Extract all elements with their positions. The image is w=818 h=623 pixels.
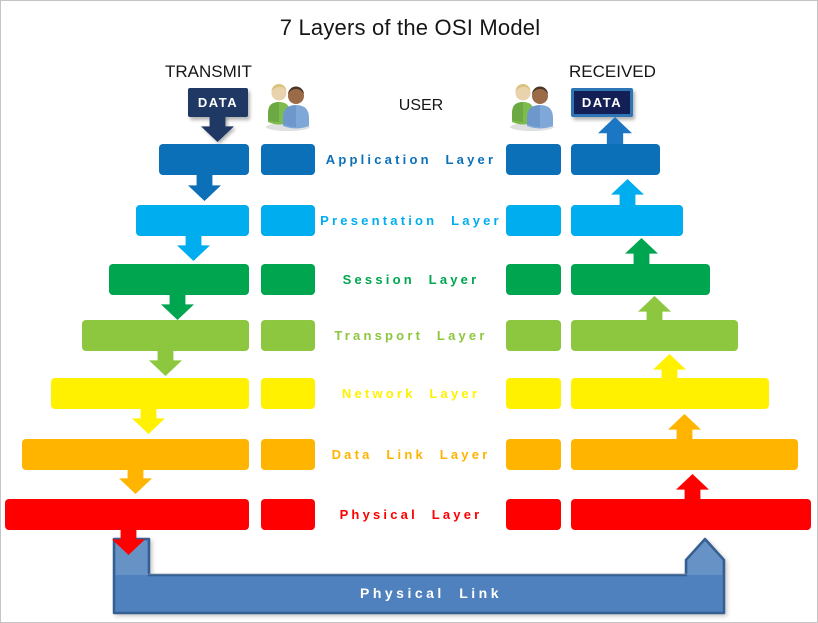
user-label: USER <box>398 97 444 114</box>
transmit-bar <box>22 439 249 470</box>
receive-node-box <box>506 144 561 175</box>
receive-bar <box>571 320 738 351</box>
up-arrow-icon <box>653 354 686 381</box>
receive-bar <box>571 205 683 236</box>
transmit-node-box <box>261 499 315 530</box>
layer-label: Session Layer <box>342 272 480 287</box>
receive-bar <box>571 378 769 409</box>
transmit-bar <box>51 378 249 409</box>
transmit-bar <box>159 144 249 175</box>
diagram-title: 7 Layers of the OSI Model <box>279 15 541 40</box>
transmit-data-arrow-wrap <box>201 115 234 142</box>
down-arrow-icon <box>161 293 194 320</box>
physical-link-label: Physical Link <box>360 585 502 601</box>
up-arrow-icon <box>638 296 671 323</box>
transmit-data-box: DATA <box>188 88 248 117</box>
transmit-bar <box>5 499 249 530</box>
users-icon <box>510 83 554 131</box>
transmit-node-box <box>261 264 315 295</box>
down-arrow-icon <box>119 467 152 494</box>
up-arrow-icon <box>611 179 644 206</box>
down-arrow-icon <box>177 234 210 261</box>
layer-label: Network Layer <box>341 386 481 401</box>
transmit-node-box <box>261 144 315 175</box>
receive-bar <box>571 439 798 470</box>
down-arrow-icon <box>188 174 221 201</box>
transmit-label: TRANSMIT <box>165 62 252 81</box>
up-arrow-icon <box>668 414 701 441</box>
up-arrow-icon <box>598 117 632 145</box>
transmit-bar <box>82 320 249 351</box>
layer-label: Data Link Layer <box>331 447 491 462</box>
transmit-node-box <box>261 439 315 470</box>
transmit-bar <box>136 205 249 236</box>
receive-node-box <box>506 499 561 530</box>
receive-bar <box>571 264 710 295</box>
front-person-icon <box>527 86 553 129</box>
receive-node-box <box>506 320 561 351</box>
layer-label: Presentation Layer <box>320 213 502 228</box>
down-arrow-icon <box>201 115 234 142</box>
physical-link-shape <box>112 537 726 615</box>
receive-bar <box>571 144 660 175</box>
down-arrow-icon <box>132 407 165 434</box>
transmit-node-box <box>261 320 315 351</box>
layer-label: Physical Layer <box>339 507 483 522</box>
transmit-bar <box>109 264 249 295</box>
down-arrow-icon <box>149 349 182 376</box>
transmit-node-box <box>261 205 315 236</box>
front-person-icon <box>283 86 309 129</box>
receive-node-box <box>506 439 561 470</box>
received-data-box: DATA <box>571 88 633 117</box>
up-arrow-icon <box>676 474 709 501</box>
receive-node-box <box>506 378 561 409</box>
transmit-node-box <box>261 378 315 409</box>
receive-node-box <box>506 264 561 295</box>
users-icon <box>266 83 310 131</box>
layer-label: Application Layer <box>325 152 497 167</box>
receive-bar <box>571 499 811 530</box>
up-arrow-icon <box>625 238 658 265</box>
layer-label: Transport Layer <box>334 328 488 343</box>
receive-node-box <box>506 205 561 236</box>
received-label: RECEIVED <box>569 62 656 81</box>
